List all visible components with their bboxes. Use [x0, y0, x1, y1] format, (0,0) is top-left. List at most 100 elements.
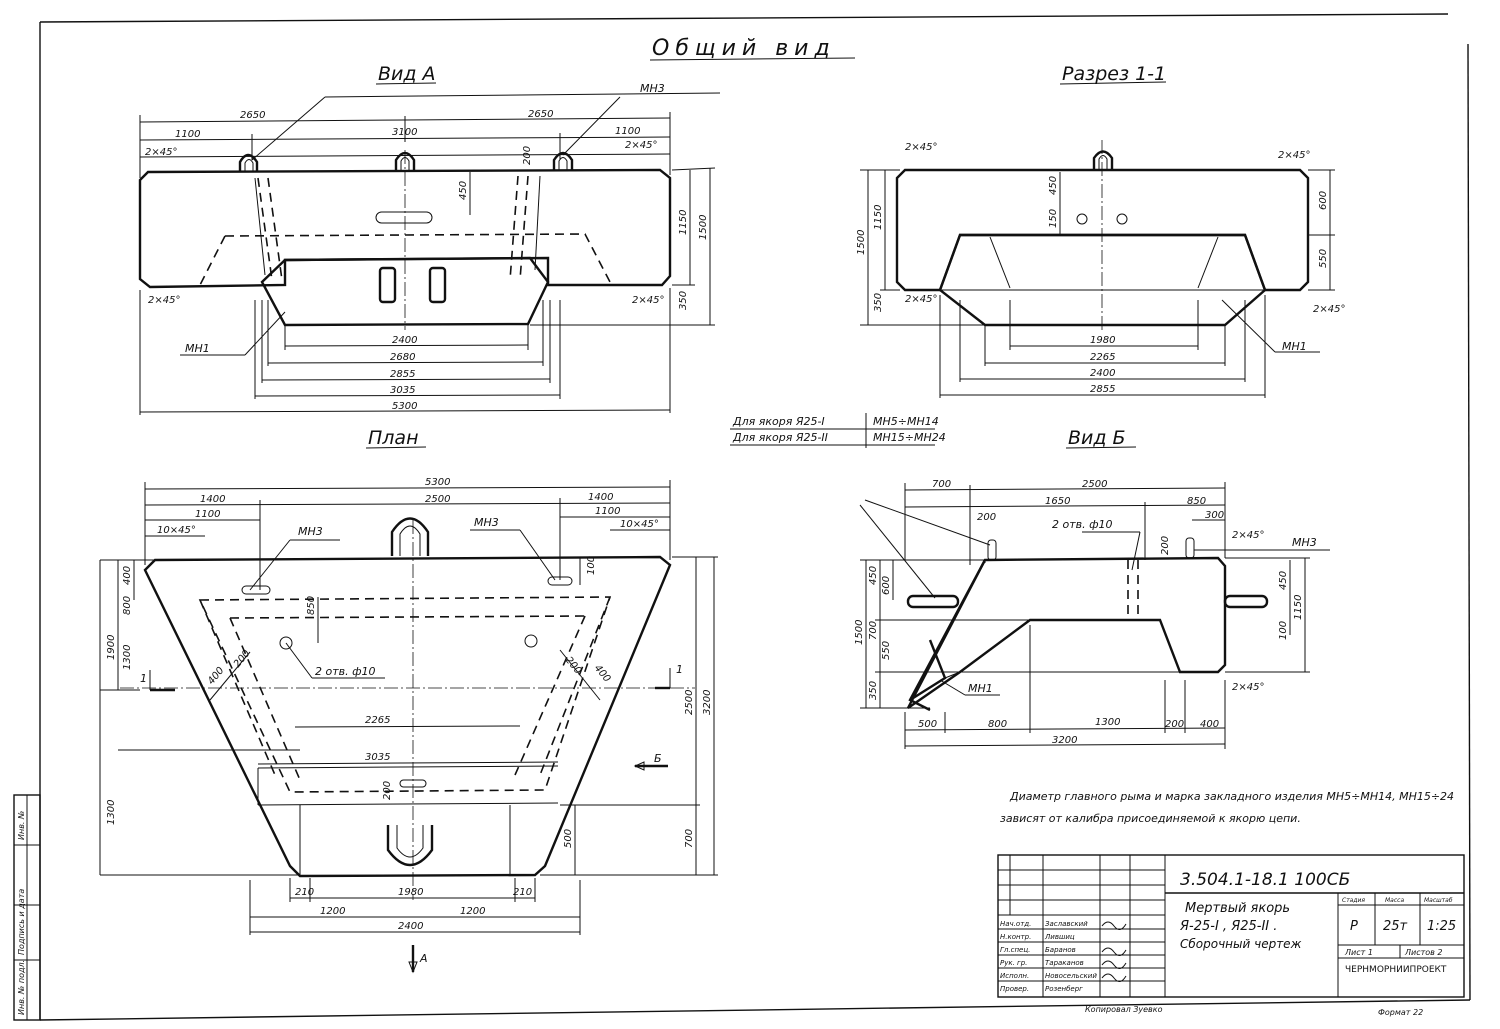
dimension-label: 2×45°	[1313, 304, 1345, 315]
dimension-label: 850	[306, 596, 317, 615]
dimension-label: 450	[868, 566, 879, 585]
dimension-label: 2×45°	[1278, 150, 1310, 161]
drawing-name-1: Мертвый якорь	[1185, 901, 1290, 916]
dimension-label: 200	[977, 512, 996, 523]
dimension-label: 2×45°	[148, 295, 180, 306]
dimension-label: МН1	[968, 682, 993, 695]
dimension-label: 2650	[528, 109, 553, 120]
sheet-header: Общий вид	[652, 36, 836, 61]
dimension-label: 450	[458, 181, 469, 200]
dimension-label: 450	[1048, 176, 1059, 195]
dimension-label: Инв. № подл.	[17, 960, 26, 1015]
dimension-label: 1650	[1045, 496, 1070, 507]
scale-value: 1:25	[1427, 919, 1456, 934]
dimension-label: 1980	[398, 887, 423, 898]
dimension-label: Стадия	[1342, 897, 1365, 904]
dimension-label: 200	[1165, 719, 1184, 730]
dimension-label: 1100	[195, 509, 220, 520]
dimension-label: Б	[654, 752, 662, 765]
dimension-label: 3035	[365, 752, 390, 763]
dimension-label: 2400	[1090, 368, 1115, 379]
dimension-label: 700	[684, 829, 695, 848]
drawing-name-3: Сборочный чертеж	[1180, 937, 1302, 951]
dimension-label: 1300	[106, 800, 117, 825]
dimension-label: 1100	[615, 126, 640, 137]
dimension-label: Гл.спец.	[1000, 946, 1030, 954]
dimension-label: А	[419, 952, 428, 965]
dimension-label: 300	[1205, 510, 1224, 521]
dimension-label: Провер.	[1000, 985, 1029, 993]
dimension-label: 2×45°	[1232, 530, 1264, 541]
dimension-label: 1150	[1293, 595, 1304, 620]
dimension-label: 2 отв. ф10	[315, 665, 376, 678]
dimension-label: 350	[868, 681, 879, 700]
dimension-label: Для якоря Я25-I	[732, 415, 825, 428]
dimension-label: 550	[881, 641, 892, 660]
dimension-label: Исполн.	[1000, 972, 1029, 980]
dimension-label: 200	[382, 781, 393, 800]
dimension-label: 550	[1318, 249, 1329, 268]
anchor-type-table: Для якоря Я25-I МН5÷МН14 Для якоря Я25-I…	[730, 413, 946, 448]
dimension-label: Баранов	[1045, 946, 1076, 954]
dimension-label: 850	[1187, 496, 1206, 507]
footer-format: Формат 22	[1378, 1008, 1423, 1017]
dimension-label: МН3	[640, 82, 665, 95]
dimension-label: 500	[918, 719, 937, 730]
dimension-label: 1980	[1090, 335, 1115, 346]
footer-copied: Копировал Зуевко	[1085, 1005, 1163, 1014]
dimension-label: 2 отв. ф10	[1052, 518, 1113, 531]
dimension-label: 1150	[873, 205, 884, 230]
stage-value: Р	[1350, 919, 1358, 934]
dimension-label: 3200	[702, 690, 713, 715]
dimension-label: 5300	[425, 477, 450, 488]
dimension-label: Лист 1	[1344, 948, 1373, 957]
dimension-label: 1200	[460, 906, 485, 917]
dimension-label: 210	[513, 887, 532, 898]
dimension-label: 700	[932, 479, 951, 490]
dimension-label: 400	[1200, 719, 1219, 730]
dimension-label: Рук. гр.	[1000, 959, 1027, 967]
dimension-label: МН3	[1292, 536, 1317, 549]
dimension-label: 2×45°	[905, 142, 937, 153]
dimension-label: 210	[295, 887, 314, 898]
dimension-label: 600	[881, 576, 892, 595]
dimension-label: Розенберг	[1045, 985, 1083, 993]
dimension-label: МН5÷МН14	[873, 415, 939, 428]
section-title: Разрез 1-1	[1062, 63, 1166, 85]
dimension-label: Новосельский	[1045, 972, 1097, 980]
dimension-label: Масса	[1385, 897, 1404, 904]
dimension-label: 400	[122, 566, 133, 585]
drawing-code: 3.504.1-18.1 100СБ	[1180, 870, 1350, 890]
dimension-label: 3100	[392, 127, 417, 138]
dimension-label: 800	[122, 596, 133, 615]
view-b-title: Вид Б	[1068, 427, 1126, 449]
dimension-label: 2500	[1082, 479, 1107, 490]
note-line-2: зависят от калибра присоединяемой к якор…	[1000, 812, 1301, 825]
plan-title: План	[368, 427, 419, 449]
dimension-label: Н.контр.	[1000, 933, 1031, 941]
drawing-name-2: Я-25-I , Я25-II .	[1179, 919, 1277, 934]
dimension-label: Нач.отд.	[1000, 920, 1031, 928]
dimension-label: 350	[873, 293, 884, 312]
dimension-label: 10×45°	[157, 525, 196, 536]
dimension-label: 1200	[320, 906, 345, 917]
plan-view: План 5300	[99, 427, 718, 974]
dimension-label: МН15÷МН24	[873, 431, 946, 444]
plan-outline	[143, 555, 672, 878]
title-block: 3.504.1-18.1 100СБ Мертвый якорь Я-25-I …	[997, 854, 1465, 998]
dimension-label: 1400	[588, 492, 613, 503]
view-b: Вид Б 2500 700 1650 850 300 200 200 2 от…	[854, 427, 1330, 749]
dimension-label: 200	[522, 146, 533, 165]
dimension-label: 10×45°	[620, 519, 659, 530]
dimension-label: 2855	[390, 369, 415, 380]
dimension-label: 2855	[1090, 384, 1115, 395]
dimension-label: Листов 2	[1404, 948, 1443, 957]
dimension-label: 2680	[390, 352, 415, 363]
dimension-label: 200	[232, 648, 253, 670]
dimension-label: Подпись и дата	[17, 889, 26, 955]
dimension-label: 3200	[1052, 735, 1077, 746]
dimension-label: МН1	[1282, 340, 1307, 353]
dimension-label: 450	[1278, 571, 1289, 590]
dimension-label: 1900	[106, 635, 117, 660]
